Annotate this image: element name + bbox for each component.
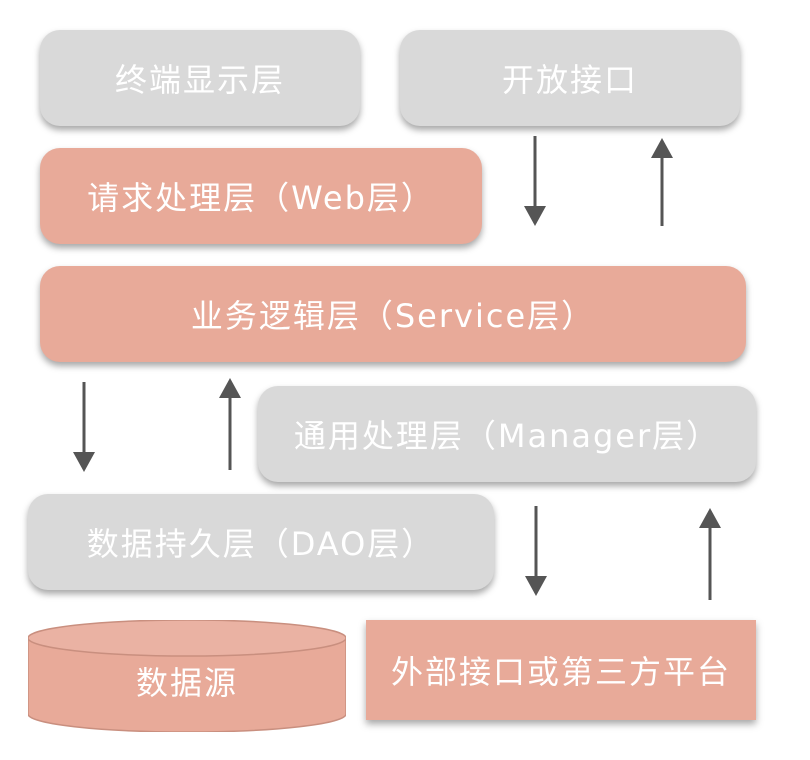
open-interface-box: 开放接口 [400, 30, 740, 126]
arrow-up-external [699, 508, 721, 600]
data-source-label: 数据源 [135, 664, 238, 702]
service-layer: 业务逻辑层（Service层） [40, 266, 746, 362]
arrow-up-dao-service [219, 378, 241, 470]
service-layer-label: 业务逻辑层（Service层） [190, 297, 596, 335]
open-interface-label: 开放接口 [501, 61, 638, 99]
external-interface-box: 外部接口或第三方平台 [366, 620, 756, 720]
web-layer-label: 请求处理层（Web层） [87, 179, 435, 217]
terminal-display-layer: 终端显示层 [40, 30, 360, 126]
web-layer: 请求处理层（Web层） [40, 148, 482, 244]
manager-layer: 通用处理层（Manager层） [258, 386, 756, 482]
arrow-down-external [525, 506, 547, 596]
arrow-up-open-interface [651, 138, 673, 226]
external-interface-label: 外部接口或第三方平台 [390, 653, 731, 691]
arrow-down-open-interface [524, 136, 546, 226]
manager-layer-label: 通用处理层（Manager层） [293, 417, 721, 455]
dao-layer-label: 数据持久层（DAO层） [86, 525, 436, 563]
arrow-down-service-dao [73, 382, 95, 472]
data-source-cylinder [28, 620, 346, 732]
cylinder-top [28, 620, 346, 657]
cylinder-body [28, 637, 346, 732]
terminal-display-label: 终端显示层 [114, 61, 285, 99]
dao-layer: 数据持久层（DAO层） [28, 494, 494, 590]
